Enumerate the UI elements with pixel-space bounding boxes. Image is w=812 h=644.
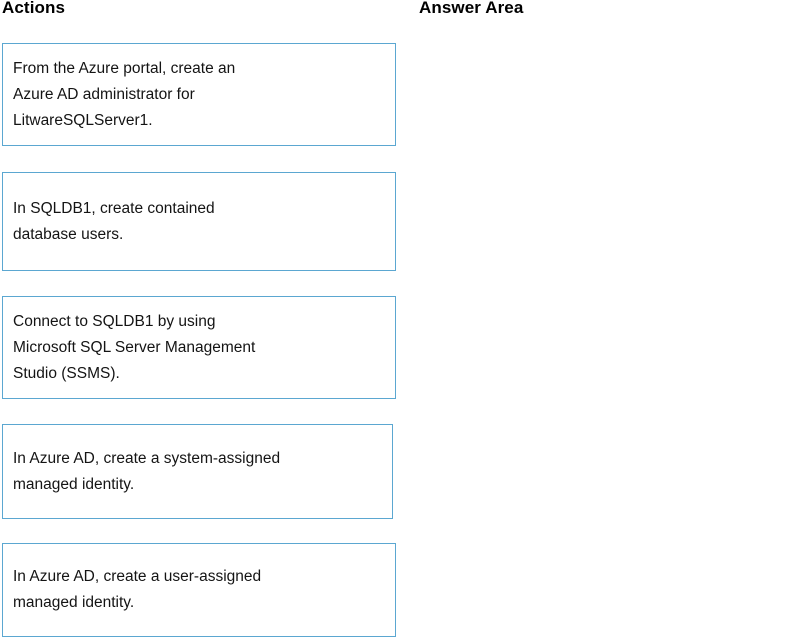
action-card[interactable]: In Azure AD, create a system-assigned ma… [2,424,393,519]
answer-area-column: Answer Area [417,0,812,644]
action-card[interactable]: Connect to SQLDB1 by using Microsoft SQL… [2,296,396,399]
action-card[interactable]: In Azure AD, create a user-assigned mana… [2,543,396,637]
action-card-label: Connect to SQLDB1 by using Microsoft SQL… [13,312,256,382]
action-card[interactable]: From the Azure portal, create an Azure A… [2,43,396,146]
answer-area-dropzone[interactable] [417,43,812,637]
action-card-label: In Azure AD, create a system-assigned ma… [13,449,281,493]
answer-area-header: Answer Area [419,0,524,17]
action-card-label: In SQLDB1, create contained database use… [13,199,215,243]
action-card-label: In Azure AD, create a user-assigned mana… [13,568,262,611]
action-card[interactable]: In SQLDB1, create contained database use… [2,172,396,271]
action-card-label: From the Azure portal, create an Azure A… [13,59,236,129]
actions-column: Actions From the Azure portal, create an… [2,0,396,637]
actions-column-header: Actions [2,0,66,17]
